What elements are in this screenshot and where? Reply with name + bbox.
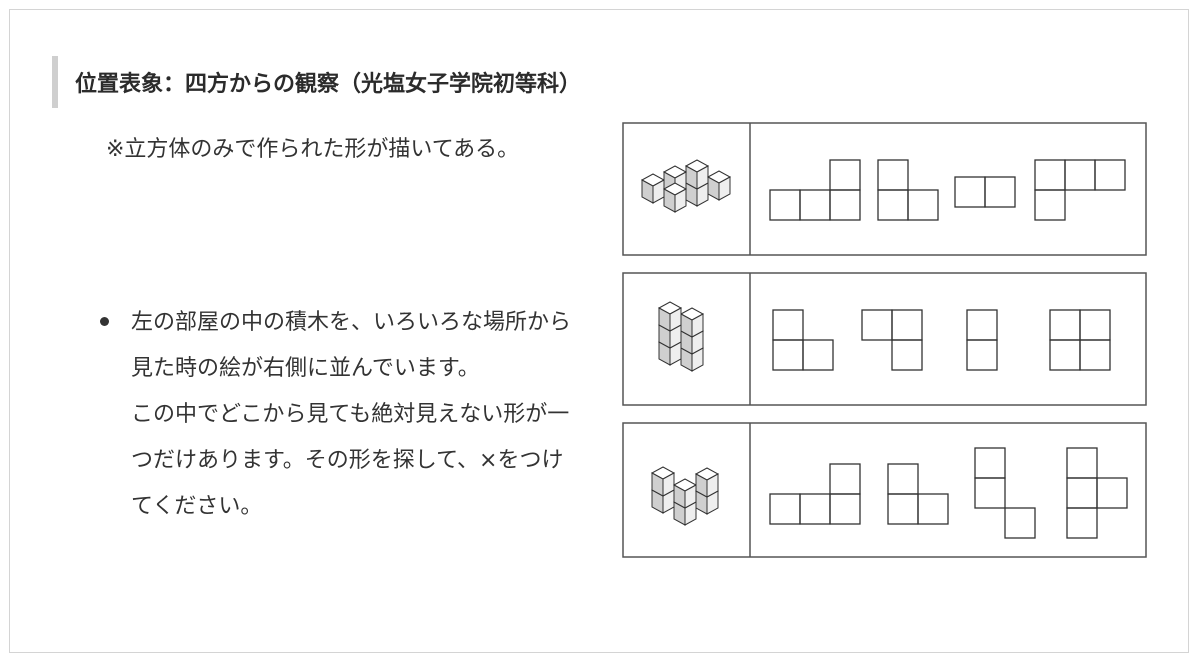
view-1-3 <box>954 176 1016 208</box>
block-model-1 <box>641 159 731 213</box>
note-text: ※立方体のみで作られた形が描いてある。 <box>106 137 520 162</box>
view-3-3 <box>974 447 1036 539</box>
view-2-4 <box>1049 309 1111 371</box>
puzzle-row-2 <box>622 272 1147 406</box>
view-2-3 <box>966 309 998 371</box>
page-title: 位置表象：四方からの観察（光塩女子学院初等科） <box>52 56 581 108</box>
puzzle-row-1 <box>622 122 1147 256</box>
view-1-4 <box>1034 159 1126 221</box>
view-3-1 <box>769 463 861 525</box>
view-3-4 <box>1066 447 1128 539</box>
puzzle-figure-svg <box>622 122 1147 558</box>
view-1-2 <box>877 159 939 221</box>
instruction-line-1: 左の部屋の中の積木を、いろいろな場所から見た時の絵が右側に並んでいます。 <box>131 310 572 381</box>
block-model-3 <box>651 466 719 526</box>
puzzle-row-3 <box>622 422 1147 558</box>
content-card <box>9 9 1189 653</box>
instruction-line-2: この中でどこから見ても絶対見えない形が一つだけあります。その形を探して、×をつけ… <box>131 402 570 519</box>
view-1-1 <box>769 159 861 221</box>
block-model-2 <box>658 301 704 372</box>
puzzle-figure <box>622 122 1148 560</box>
instruction-text: 左の部屋の中の積木を、いろいろな場所から見た時の絵が右側に並んでいます。 この中… <box>131 300 581 530</box>
view-2-1 <box>772 309 834 371</box>
view-2-2 <box>861 309 923 371</box>
view-3-2 <box>887 463 949 525</box>
bullet-icon <box>100 317 109 326</box>
